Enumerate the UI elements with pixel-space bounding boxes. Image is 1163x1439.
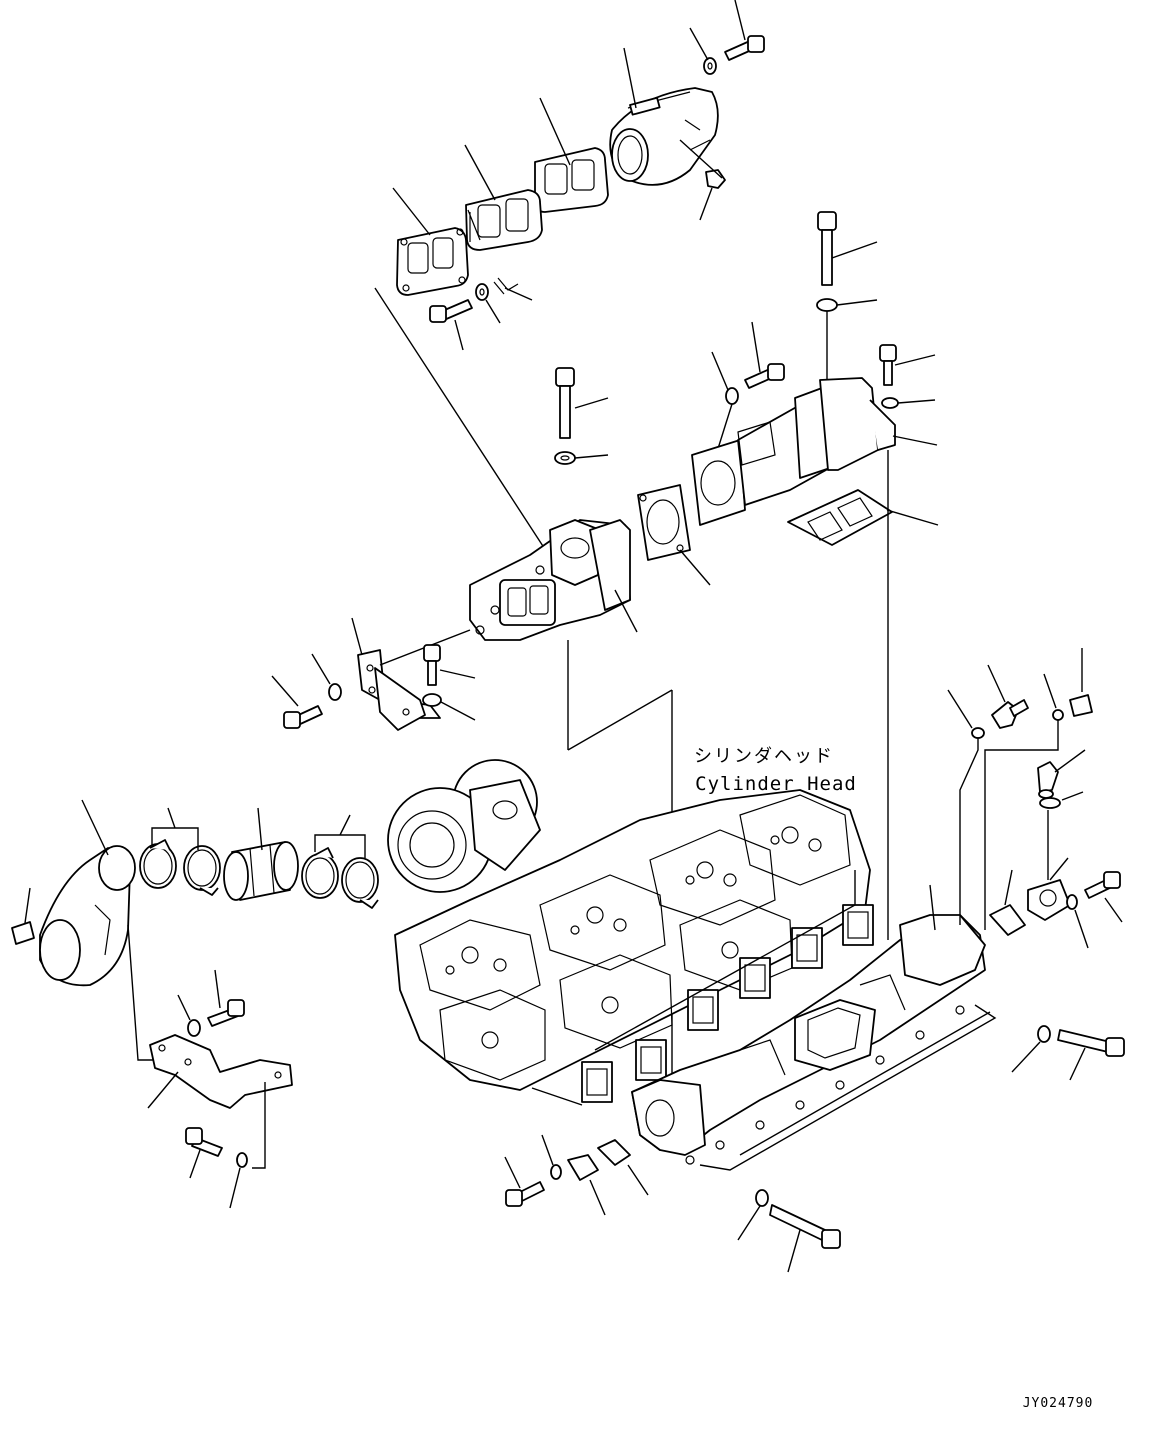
cylinder-head-icon <box>394 789 871 1091</box>
washer-icon <box>725 387 739 405</box>
connector-pipe-icon <box>223 841 299 901</box>
gasket-icon <box>989 904 1026 936</box>
seal-icon <box>1052 709 1064 721</box>
bolt-icon <box>423 644 441 686</box>
clamp-icon <box>301 847 339 899</box>
washer-icon <box>236 1152 248 1168</box>
bolt-icon <box>1084 871 1121 899</box>
plug-icon <box>1069 694 1093 717</box>
turbocharger-icon <box>387 759 541 893</box>
seal-icon <box>1039 797 1061 809</box>
bolt-icon <box>769 1204 841 1249</box>
gasket-icon <box>581 904 874 1103</box>
washer-icon <box>328 683 342 701</box>
sensor-icon <box>991 699 1029 729</box>
washer-icon <box>554 451 576 465</box>
washer-icon <box>703 57 717 75</box>
bolt-icon <box>185 1127 223 1157</box>
bracket-icon <box>357 649 441 731</box>
reference-label-jp: シリンダヘッド <box>694 746 834 767</box>
washer-icon <box>755 1189 769 1207</box>
sensor-icon <box>1037 761 1059 799</box>
flange-icon <box>1027 879 1071 921</box>
adapter-plate-icon <box>465 189 543 251</box>
washer-icon <box>550 1164 562 1180</box>
bolt-icon <box>744 363 785 389</box>
gasket-icon <box>396 227 469 296</box>
washer-icon <box>816 298 838 312</box>
bolt-icon <box>879 344 897 386</box>
clamp-icon <box>139 839 177 889</box>
seal-icon <box>971 727 985 739</box>
turbo-outlet-elbow-icon <box>609 87 719 186</box>
gasket-icon <box>597 1139 631 1166</box>
leader-lines-top <box>374 0 746 581</box>
washer-icon <box>422 693 442 707</box>
washer-icon <box>881 397 899 409</box>
exhaust-manifold-lower-icon <box>631 914 986 1165</box>
bolt-icon <box>207 999 245 1027</box>
clamp-icon <box>183 845 221 896</box>
washer-icon <box>1037 1025 1051 1043</box>
bolt-icon <box>1057 1029 1125 1057</box>
bolt-icon <box>505 1181 545 1207</box>
gasket-icon <box>637 484 691 561</box>
exhaust-manifold-front-icon <box>469 519 631 641</box>
bolt-icon <box>724 35 765 61</box>
drawing-code: JY024790 <box>1023 1396 1094 1411</box>
reference-label-en: Cylinder Head <box>695 773 857 795</box>
bolt-icon <box>555 367 575 439</box>
washer-icon <box>475 283 489 301</box>
gasket-icon <box>787 489 893 546</box>
clamp-icon <box>341 857 379 909</box>
bolt-icon <box>429 299 473 323</box>
bolt-icon <box>283 705 323 729</box>
bolt-icon <box>817 211 837 286</box>
bracket-icon <box>149 1034 293 1109</box>
exhaust-manifold-rear-icon <box>691 377 896 526</box>
washer-icon <box>187 1019 201 1037</box>
plug-icon <box>705 169 726 189</box>
gasket-icon <box>534 147 609 213</box>
plug-icon <box>11 921 35 945</box>
washer-icon <box>1066 894 1078 910</box>
elbow-pipe-icon <box>39 845 136 987</box>
cover-plate-icon <box>567 1154 599 1181</box>
